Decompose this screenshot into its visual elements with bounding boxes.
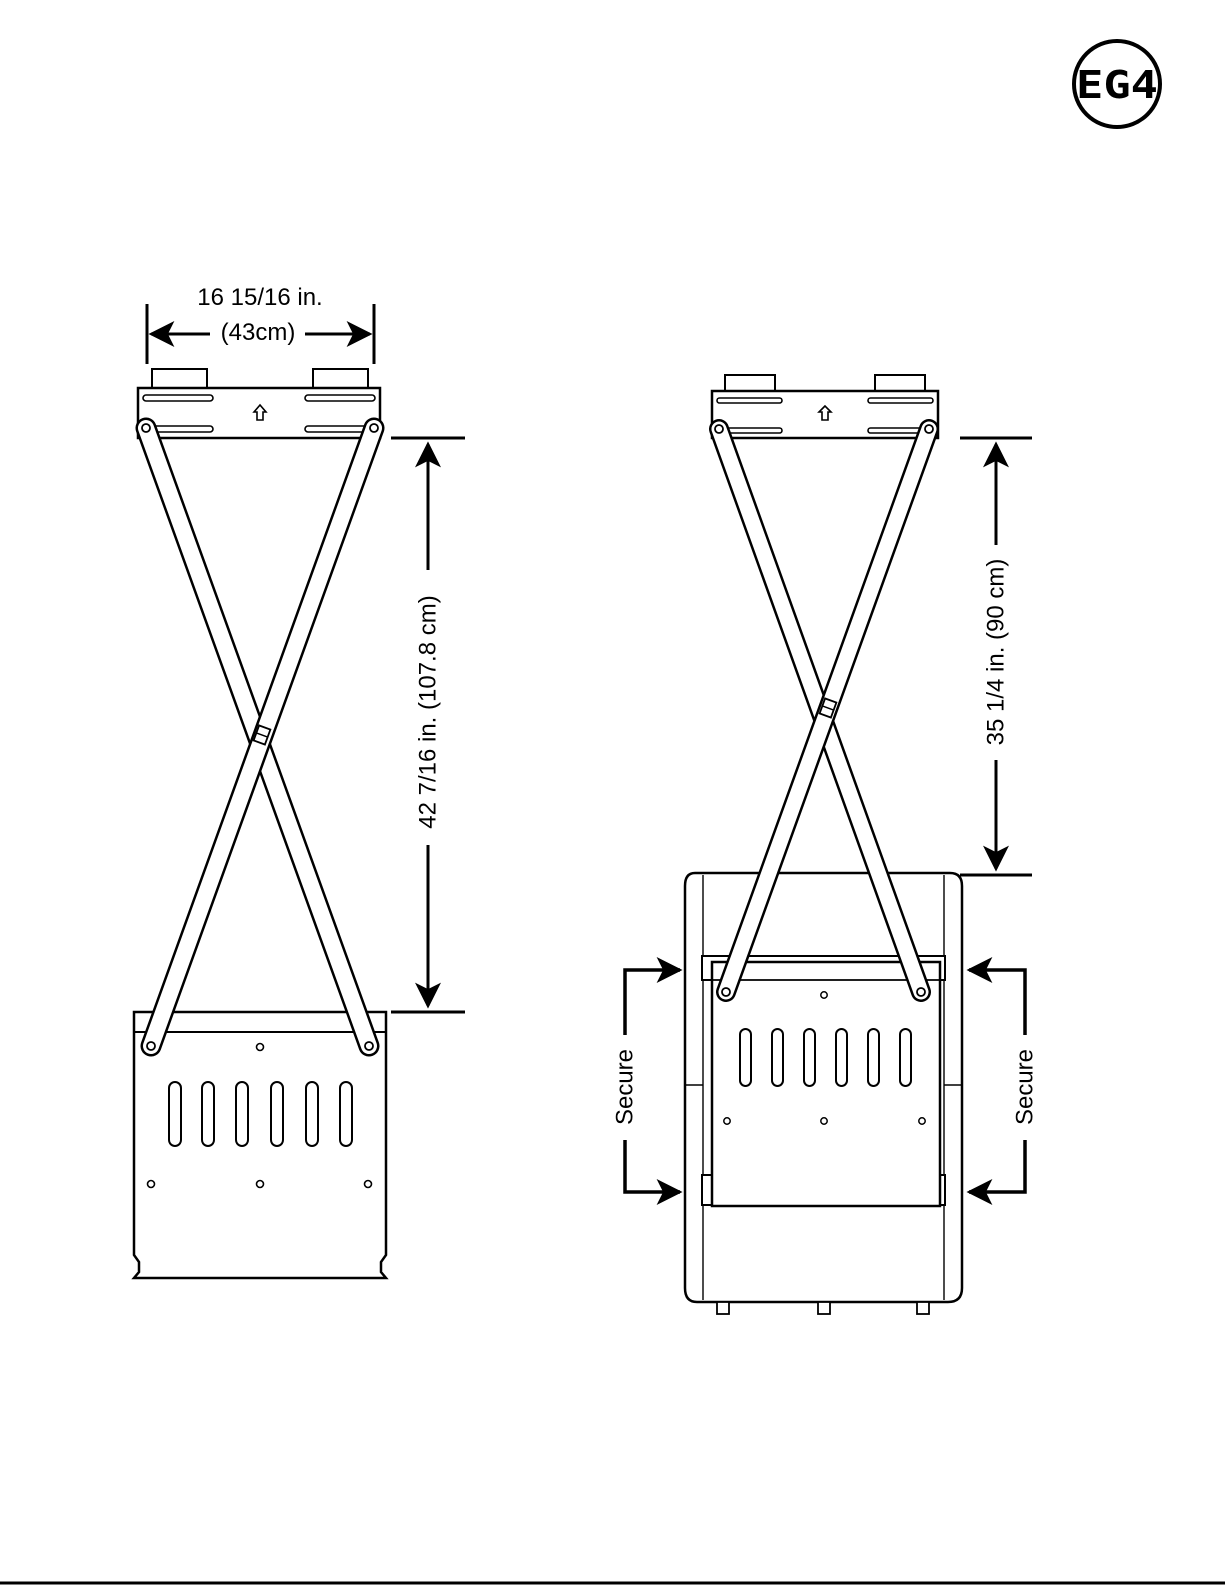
scissor-arms [142,424,378,1050]
width-label-line2: (43cm) [221,319,296,346]
secure-label-left: Secure [612,1049,639,1125]
secure-callout-right: Secure [969,970,1039,1192]
secure-callout-left: Secure [612,970,681,1192]
battery-unit [134,1012,386,1278]
width-dimension: 16 15/16 in. (43cm) [147,284,374,364]
height-dimension-right: 35 1/4 in. (90 cm) [960,438,1032,875]
battery-unit-right [702,956,945,1206]
right-height-label: 35 1/4 in. (90 cm) [983,559,1010,746]
secure-label-right: Secure [1012,1049,1039,1125]
left-view: 16 15/16 in. (43cm) [134,284,465,1278]
eg4-logo: EG4 [1074,41,1160,127]
left-height-label: 42 7/16 in. (107.8 cm) [415,595,442,828]
wall-bracket [138,369,380,438]
wall-bracket-right [712,375,938,438]
width-label-line1: 16 15/16 in. [197,284,322,311]
height-dimension: 42 7/16 in. (107.8 cm) [391,438,465,1012]
right-view: 35 1/4 in. (90 cm) Secure Secure [612,375,1039,1314]
eg4-logo-text: EG4 [1076,63,1158,107]
